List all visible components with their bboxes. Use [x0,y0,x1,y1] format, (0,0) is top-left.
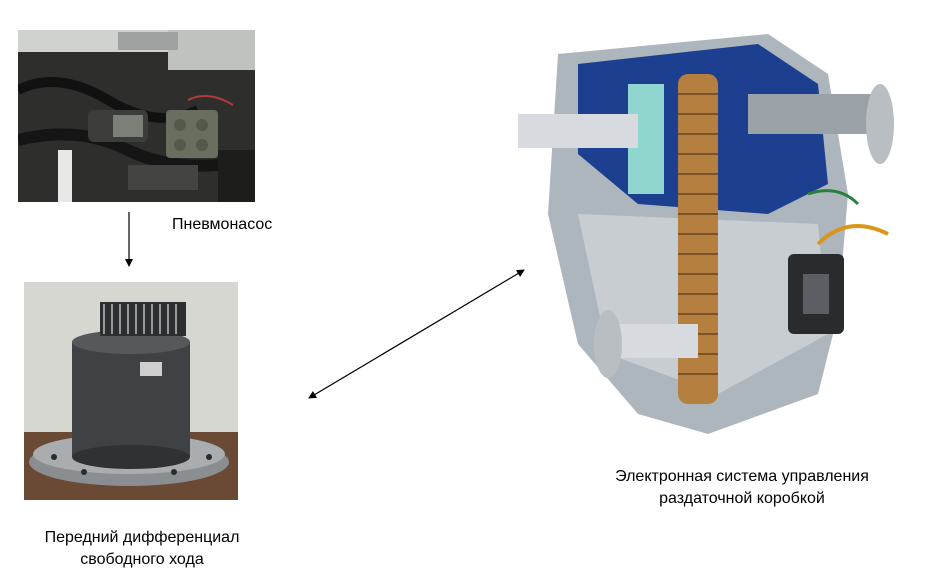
front-differential-photo [24,282,238,500]
transfer-case-label: Электронная система управления раздаточн… [582,466,902,510]
transfer-case-cutaway-photo [518,14,918,446]
transfer-case-label-line2: раздаточной коробкой [659,490,825,507]
diff-tcase-double-arrow [308,269,525,399]
pump-label-text: Пневмонасос [172,216,273,233]
vacuum-pump-photo [18,30,255,202]
pump-label: Пневмонасос [172,214,272,236]
differential-label-line1: Передний дифференциал [44,529,240,546]
differential-label: Передний дифференциал свободного хода [26,527,258,571]
transfer-case-label-line1: Электронная система управления [615,468,869,485]
differential-label-line2: свободного хода [80,551,204,568]
